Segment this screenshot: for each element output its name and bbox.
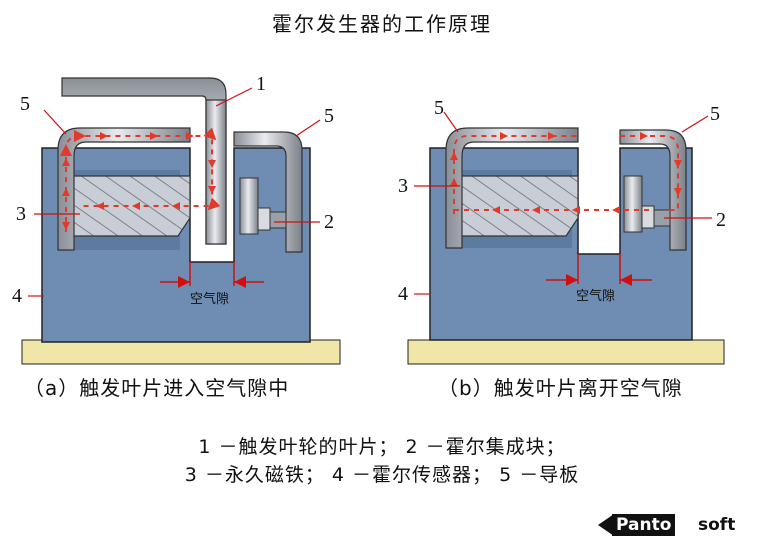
legend-line-2: 3 －永久磁铁； 4 －霍尔传感器； 5 －导板 bbox=[184, 464, 580, 486]
leader-lines-b bbox=[414, 111, 712, 295]
brand-part-1: Panto bbox=[612, 514, 676, 536]
flux-arrows-a bbox=[62, 132, 216, 230]
label-3-b: 3 bbox=[398, 175, 408, 197]
air-gap-label-b: 空气隙 bbox=[576, 288, 615, 304]
page-title: 霍尔发生器的工作原理 bbox=[272, 12, 492, 36]
magnetic-flux-a bbox=[59, 127, 221, 232]
base-plate-b bbox=[407, 339, 725, 365]
guide-plate-right-b bbox=[619, 129, 687, 251]
caption-b: （b）触发叶片离开空气隙 bbox=[438, 376, 683, 400]
hall-ic-b bbox=[623, 175, 643, 233]
flux-arrows-b bbox=[450, 132, 682, 214]
label-2-a: 2 bbox=[324, 211, 334, 233]
label-2-b: 2 bbox=[716, 209, 726, 231]
guide-plate-right-a bbox=[233, 131, 303, 253]
air-gap-label-a: 空气隙 bbox=[190, 291, 229, 307]
label-3-a: 3 bbox=[16, 203, 26, 225]
label-5-left-a: 5 bbox=[20, 93, 30, 115]
label-5-left-b: 5 bbox=[434, 97, 444, 119]
hall-ic-a bbox=[239, 177, 259, 235]
guide-plate-left-b bbox=[445, 127, 579, 249]
label-4-b: 4 bbox=[398, 283, 408, 305]
brand-logo: Panto soft bbox=[598, 510, 748, 540]
brand-part-2: soft bbox=[698, 515, 736, 535]
caption-a: （a）触发叶片进入空气隙中 bbox=[24, 376, 290, 400]
legend-line-1: 1 －触发叶轮的叶片； 2 －霍尔集成块； bbox=[198, 436, 566, 458]
label-5-right-a: 5 bbox=[324, 105, 334, 127]
diagram-b bbox=[407, 111, 725, 365]
diagram-a bbox=[21, 77, 341, 365]
brand-arrow-icon bbox=[598, 514, 614, 536]
label-5-right-b: 5 bbox=[710, 103, 720, 125]
air-gap-dimension-a bbox=[160, 262, 264, 288]
permanent-magnet-b bbox=[459, 175, 579, 237]
air-gap-dimension-b bbox=[546, 254, 652, 286]
leader-lines-a bbox=[28, 87, 321, 297]
label-4-a: 4 bbox=[12, 285, 22, 307]
base-plate-a bbox=[21, 339, 341, 365]
label-1-a: 1 bbox=[256, 73, 266, 95]
